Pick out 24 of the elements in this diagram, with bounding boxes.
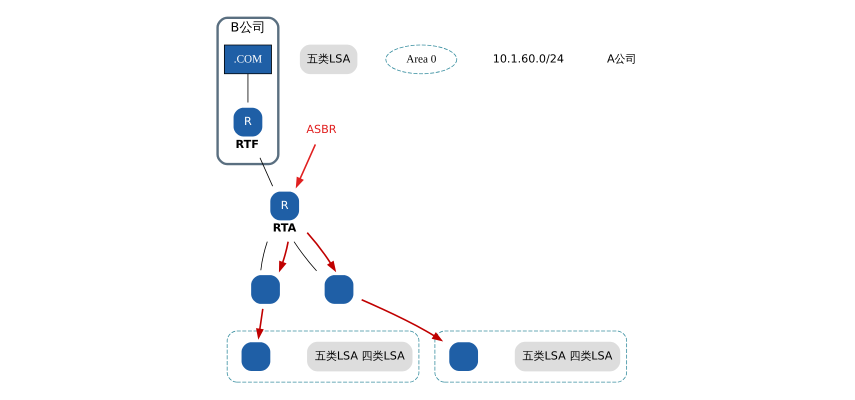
arrow bbox=[256, 308, 264, 340]
node-box: 五类LSA bbox=[300, 44, 358, 74]
node-box: .COM bbox=[224, 44, 272, 74]
arrow bbox=[306, 232, 336, 272]
node-label: RTF bbox=[236, 138, 259, 151]
node-box: 五类LSA 四类LSA bbox=[514, 342, 620, 372]
node-box bbox=[251, 275, 280, 304]
node-box bbox=[449, 342, 478, 371]
node-ellipse: Area 0 bbox=[385, 44, 458, 74]
connector bbox=[294, 241, 317, 272]
connector bbox=[260, 241, 268, 271]
connector bbox=[260, 157, 274, 187]
arrow bbox=[278, 242, 289, 272]
cluster bbox=[226, 330, 420, 383]
node-box bbox=[324, 275, 354, 304]
arrow bbox=[296, 144, 316, 188]
node-label: RTA bbox=[272, 222, 296, 235]
arrow bbox=[361, 299, 444, 342]
cluster bbox=[434, 330, 628, 383]
node-text: ASBR bbox=[306, 123, 337, 136]
node-box: 五类LSA 四类LSA bbox=[307, 342, 413, 372]
label: 10.1.60.0/24 bbox=[492, 52, 564, 66]
label: A公司 bbox=[607, 52, 637, 66]
node-box bbox=[242, 342, 270, 371]
